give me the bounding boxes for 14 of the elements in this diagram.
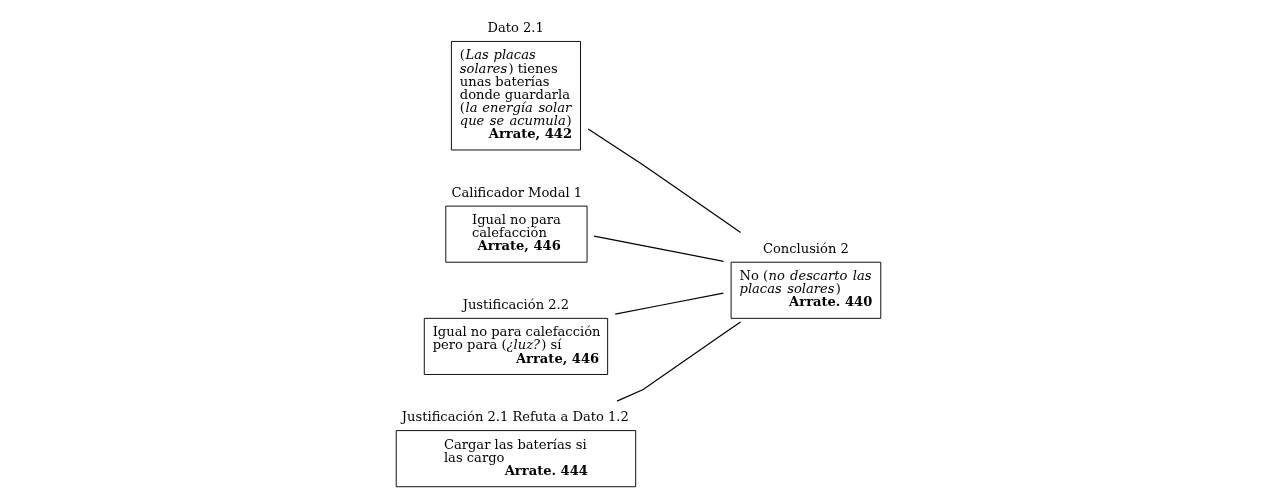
connector (587, 128, 742, 234)
node-label: Conclusión 2 (762, 241, 849, 257)
node-label: Dato 2.1 (487, 20, 544, 36)
node-label: Calificador Modal 1 (451, 184, 583, 200)
node-box: Cargar las baterías si las cargo Arrate. 444 (395, 430, 637, 488)
connector (593, 235, 725, 262)
connector (616, 321, 742, 402)
node-label: Justificación 2.1 Refuta a Dato 1.2 (401, 409, 629, 425)
node-box: Igual no para calefacción Arrate, 446 (445, 205, 588, 263)
node-label: Justificación 2.2 (462, 297, 570, 313)
node-box: (Las placas solares) tienes unas baterías donde guardarla (la energía solar que se acumula) Arrate, 442 (450, 41, 581, 151)
node-box: No (no descarto las placas solares) Arrate. 440 (730, 261, 882, 319)
node-box: Igual no para calefacción pero para (¿luz?) sí Arrate, 446 (423, 317, 609, 375)
connector (614, 292, 724, 315)
